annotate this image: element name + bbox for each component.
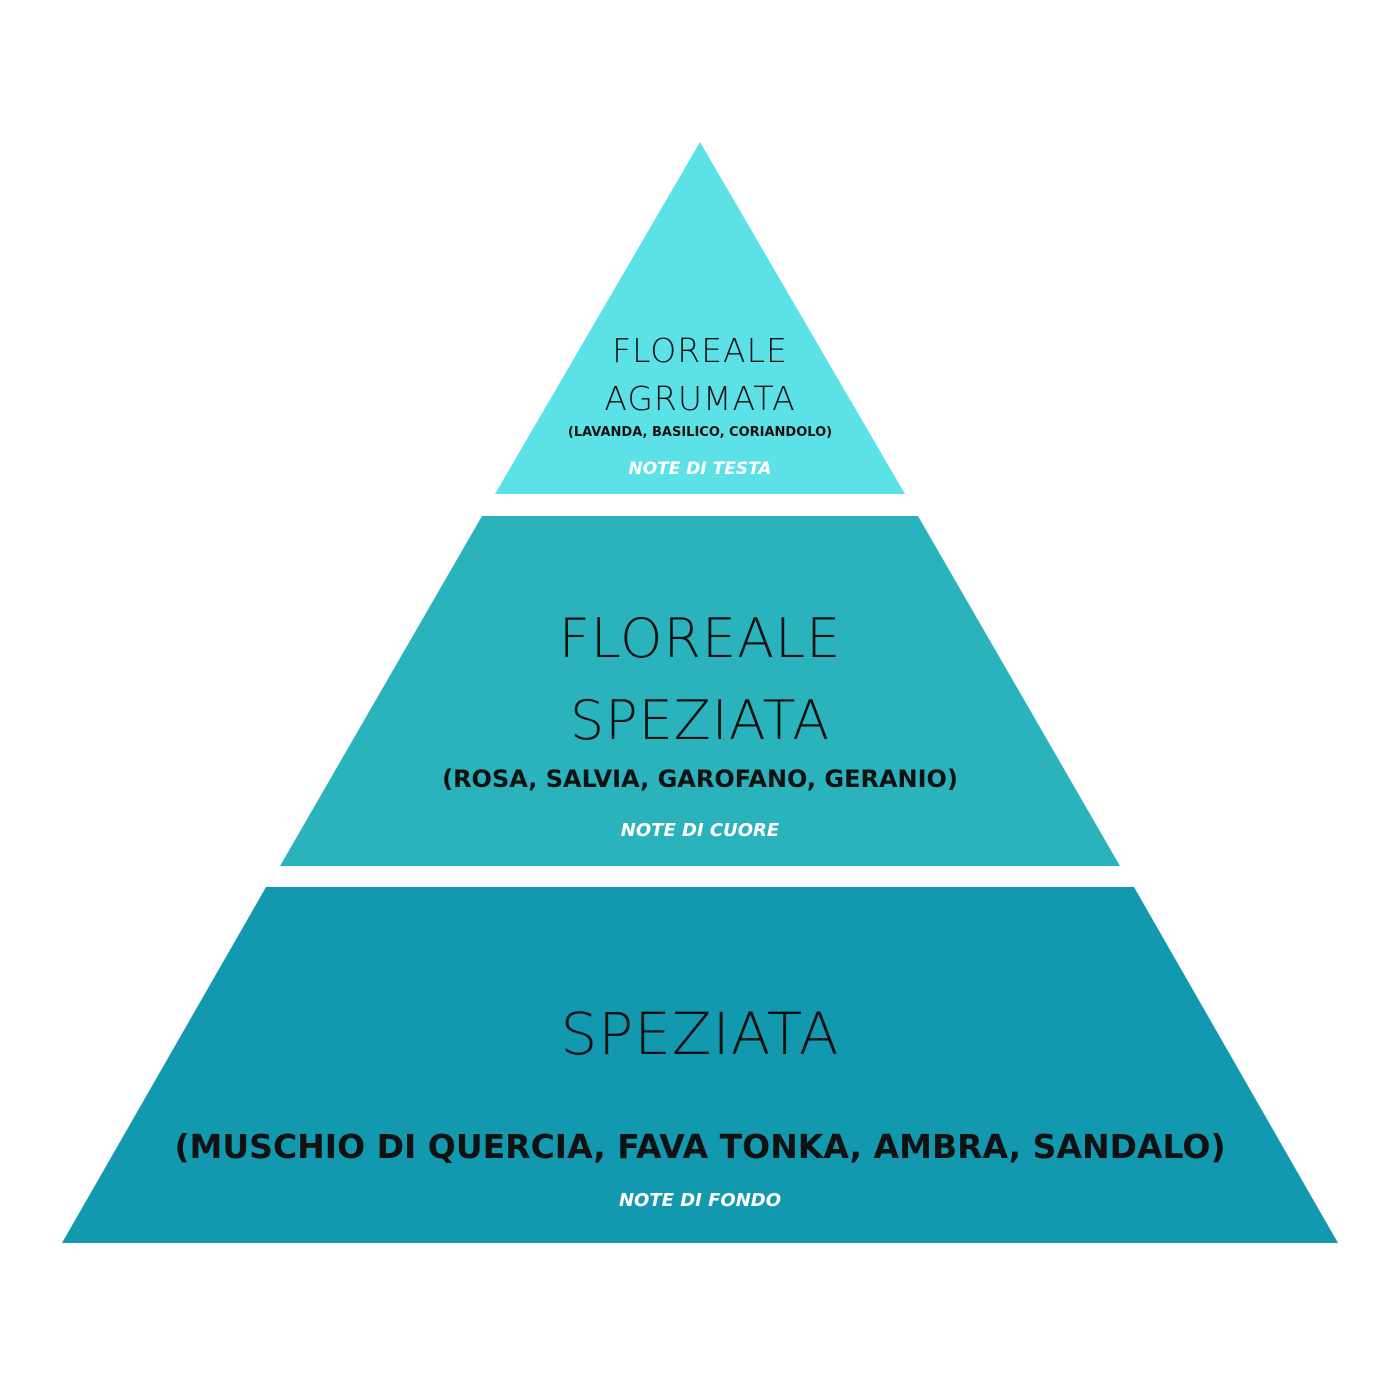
tier-top-shape bbox=[495, 142, 905, 494]
tier-middle-shape bbox=[280, 516, 1120, 866]
tier-top-title-line2: AGRUMATA bbox=[604, 379, 796, 418]
tier-top-notes: (LAVANDA, BASILICO, CORIANDOLO) bbox=[567, 425, 833, 440]
tier-bottom-label: NOTE DI FONDO bbox=[618, 1190, 782, 1211]
tier-bottom-notes: (MUSCHIO DI QUERCIA, FAVA TONKA, AMBRA, … bbox=[174, 1127, 1226, 1166]
tier-middle-notes: (ROSA, SALVIA, GAROFANO, GERANIO) bbox=[442, 765, 958, 793]
tier-middle-title-line1: FLOREALE bbox=[558, 607, 842, 670]
tier-middle-title-line2: SPEZIATA bbox=[569, 689, 831, 752]
tier-middle-label: NOTE DI CUORE bbox=[620, 820, 780, 841]
tier-bottom-title: SPEZIATA bbox=[560, 1000, 840, 1068]
tier-top-title-line1: FLOREALE bbox=[612, 331, 788, 370]
tier-bottom-shape bbox=[62, 887, 1338, 1243]
tier-top-label: NOTE DI TESTA bbox=[628, 459, 772, 479]
